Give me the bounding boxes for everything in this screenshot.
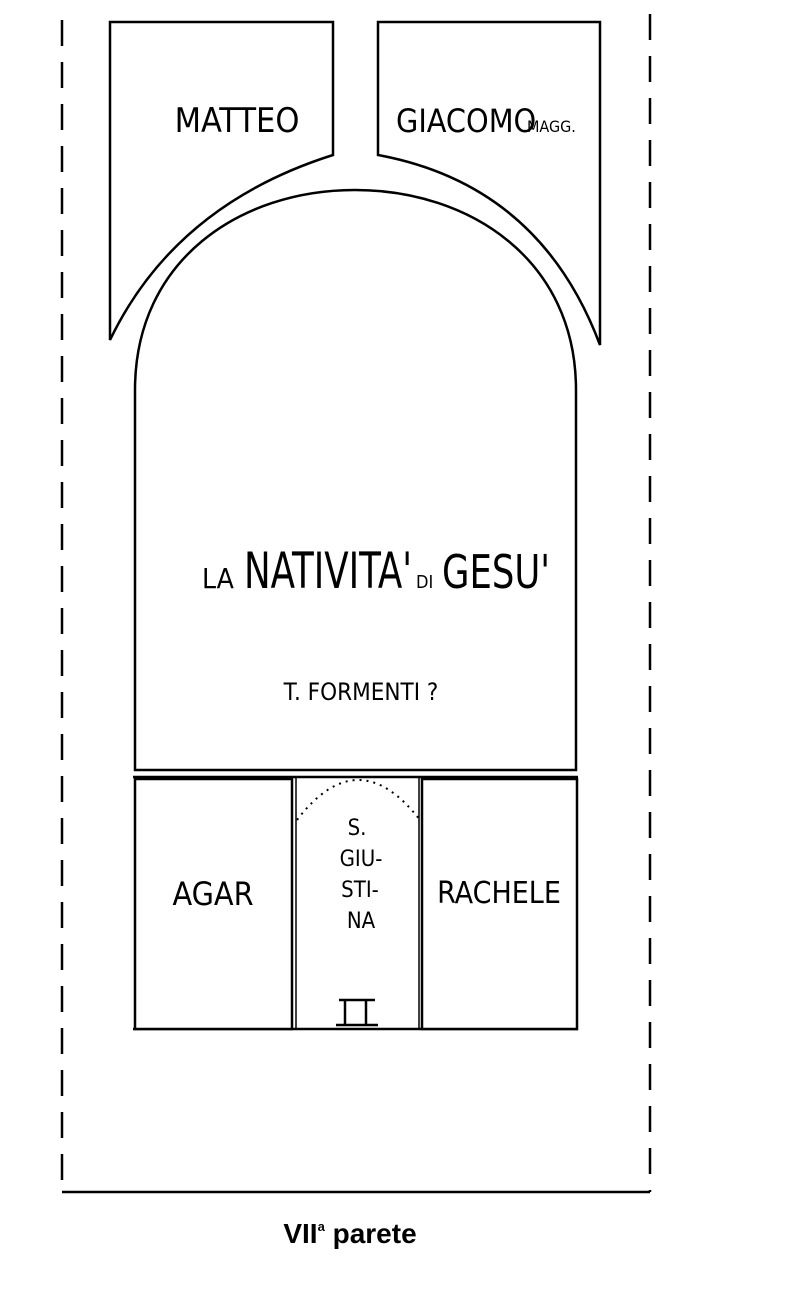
panel-agar — [133, 777, 294, 1031]
svg-text:STI-: STI- — [341, 878, 379, 903]
panel-nativita — [133, 188, 578, 772]
altar-icon — [336, 998, 378, 1027]
caption-superscript: a — [317, 1219, 325, 1234]
wall-boundary — [60, 14, 652, 1194]
caption-word: parete — [332, 1218, 417, 1249]
panel-giacomo — [376, 20, 602, 346]
label-nativita-la: LA — [202, 562, 235, 595]
label-nativita-gesu: GESU' — [442, 545, 550, 599]
label-matteo: MATTEO — [175, 101, 300, 141]
svg-text:GIU-: GIU- — [340, 847, 383, 872]
panel-rachele — [420, 777, 579, 1031]
label-agar: AGAR — [172, 875, 253, 913]
caption-roman: VII — [283, 1218, 318, 1249]
label-attribution: T. FORMENTI ? — [283, 678, 439, 706]
svg-text:NA: NA — [347, 909, 376, 934]
label-giacomo-magg: MAGG. — [527, 117, 576, 136]
niche-giustina: S. GIU- STI- NA — [296, 779, 421, 934]
label-nativita-main: NATIVITA' — [244, 542, 412, 600]
panel-matteo — [108, 20, 335, 341]
figure-caption: VIIa parete — [200, 1218, 500, 1250]
label-rachele: RACHELE — [437, 876, 561, 911]
label-giacomo: GIACOMO — [396, 102, 536, 140]
svg-text:S.: S. — [348, 816, 367, 841]
label-nativita-di: DI — [416, 572, 433, 593]
